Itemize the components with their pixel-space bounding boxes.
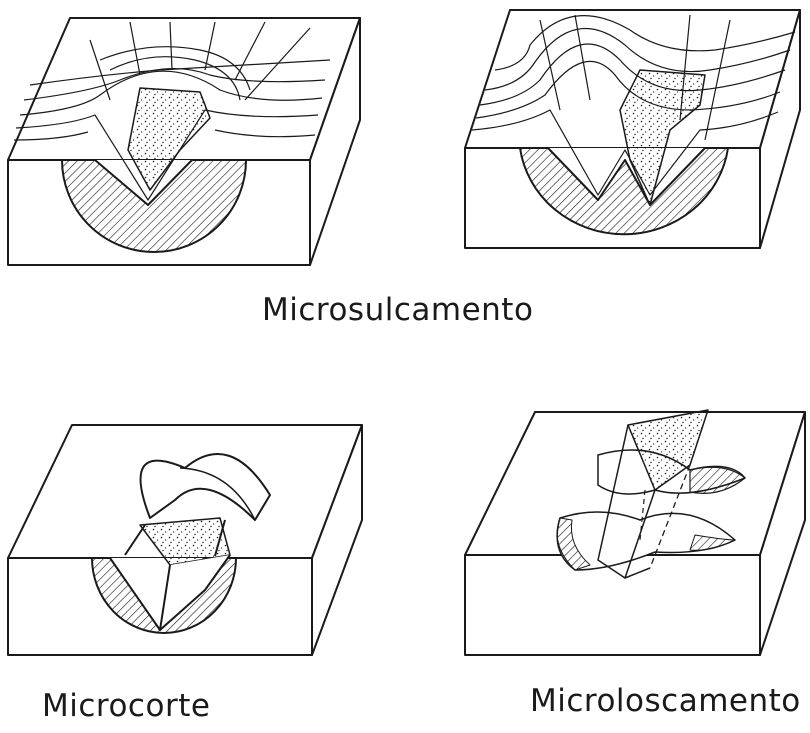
label-microlascamento: Microloscamento bbox=[530, 683, 801, 719]
block-microlascamento bbox=[465, 410, 805, 655]
block-microsulcamento-right bbox=[465, 10, 800, 248]
block-microsulcamento-left bbox=[8, 18, 360, 265]
label-microcorte: Microcorte bbox=[42, 688, 210, 724]
label-microsulcamento: Microsulcamento bbox=[262, 292, 533, 328]
block-microcorte bbox=[8, 425, 362, 655]
